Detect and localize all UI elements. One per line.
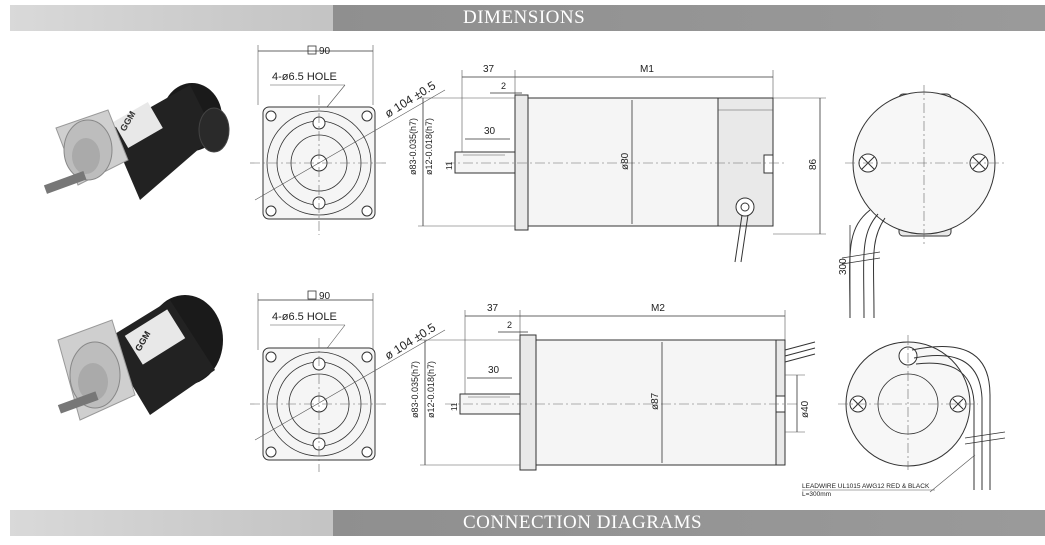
- connection-diagrams-header-band: CONNECTION DIAGRAMS: [10, 510, 1045, 536]
- motor1-key-width-dim: 11: [445, 161, 454, 170]
- motor1-flange-thk-dim: 2: [501, 81, 506, 91]
- motor1-square-dim: 90: [319, 46, 331, 57]
- motor1-pilot-dia-dim: ø83-0.035(h7): [408, 118, 418, 175]
- motor2-shaft-dia-dim: ø12-0.018(h7): [426, 361, 436, 418]
- motor1-length-label: M1: [640, 64, 654, 75]
- motor2-photo: GGM: [57, 295, 223, 421]
- motor1-shaft-dia-dim: ø12-0.018(h7): [424, 118, 434, 175]
- motor2-length-label: M2: [651, 303, 665, 314]
- dimensions-title: DIMENSIONS: [333, 5, 1045, 31]
- motor1-hole-label: 4-ø6.5 HOLE: [272, 71, 337, 83]
- motor1-side-view: 37 M1 2 30 ø80 ø83-0.035(h7) ø12-0.018(h…: [408, 64, 826, 263]
- motor2-hole-label: 4-ø6.5 HOLE: [272, 311, 337, 323]
- motor1-lead-length-dim: 300: [838, 258, 849, 275]
- motor1-front-view: 90 4-ø6.5 HOLE ø 104 ±0.5: [250, 45, 446, 235]
- dimensions-header-band: DIMENSIONS: [10, 5, 1045, 31]
- motor2-cap-dia-dim: ø40: [800, 400, 811, 418]
- motor1-photo: GGM: [43, 83, 230, 200]
- motor2-key-length-dim: 30: [488, 365, 500, 376]
- leadwire-spec-line1: LEADWIRE UL1015 AWG12 RED & BLACK: [802, 483, 930, 490]
- motor2-key-width-dim: 11: [450, 402, 459, 411]
- motor2-rear-view: LEADWIRE UL1015 AWG12 RED & BLACK L=300m…: [802, 335, 1006, 498]
- motor2-side-view: 37 M2 2 30 ø87 ø83-0.035(h7) ø12-0.018(h…: [410, 303, 816, 471]
- motor2-shaft-length-dim: 37: [487, 303, 499, 314]
- motor2-pilot-dia-dim: ø83-0.035(h7): [410, 361, 420, 418]
- motor2-pcd-dim: ø 104 ±0.5: [382, 320, 438, 362]
- motor1-pcd-dim: ø 104 ±0.5: [382, 78, 438, 120]
- motor2-square-dim: 90: [319, 291, 331, 302]
- motor1-body-dia-dim: ø80: [620, 152, 631, 170]
- motor2-flange-thk-dim: 2: [507, 320, 512, 330]
- leadwire-spec-line2: L=300mm: [802, 491, 831, 498]
- connection-diagrams-title: CONNECTION DIAGRAMS: [333, 510, 1045, 536]
- motor1-rear-view: 300: [838, 85, 1005, 319]
- motor1-shaft-length-dim: 37: [483, 64, 495, 75]
- motor2-body-dia-dim: ø87: [650, 392, 661, 410]
- motor1-height-dim: 86: [808, 158, 819, 170]
- motor1-key-length-dim: 30: [484, 126, 496, 137]
